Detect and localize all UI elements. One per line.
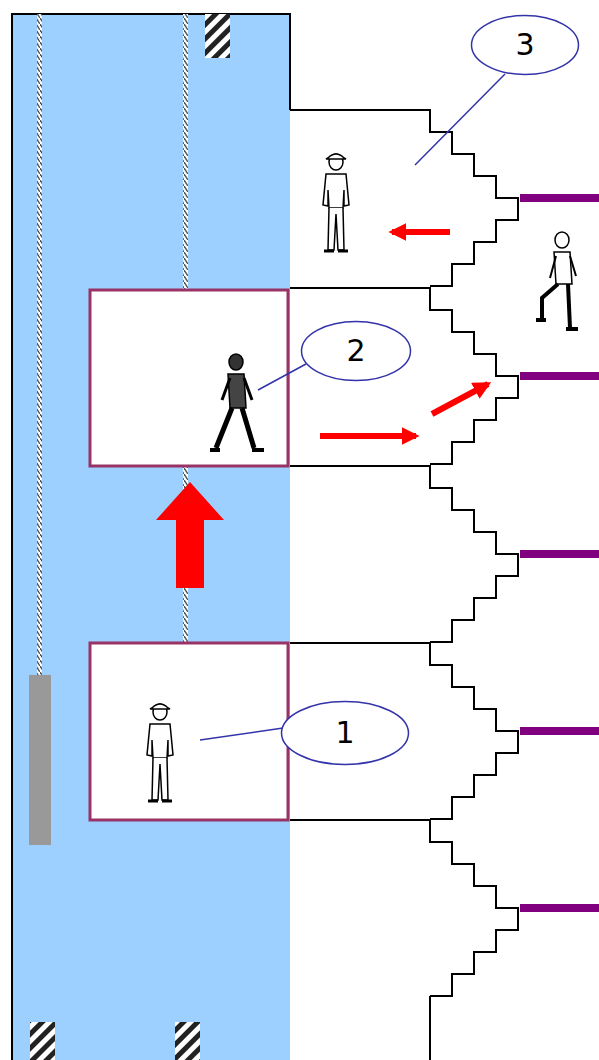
- floor-slab: [520, 727, 599, 735]
- callout-bubble: 1: [280, 700, 410, 766]
- person-climbing: [536, 232, 578, 329]
- elevator-car: [90, 643, 288, 820]
- hatched-block: [175, 1022, 200, 1060]
- person: [323, 154, 349, 251]
- move-arrow: [432, 384, 488, 414]
- callout-number: 3: [515, 30, 534, 60]
- shaft-wall: [12, 14, 290, 1060]
- stair-outline: [290, 110, 518, 1060]
- hatched-block: [30, 1022, 55, 1060]
- move-arrow: [320, 433, 416, 439]
- floor-slab: [520, 194, 599, 202]
- leader-line: [258, 364, 306, 390]
- hatched-block: [205, 14, 230, 58]
- leader-line: [415, 74, 505, 165]
- callout-number: 1: [335, 718, 354, 748]
- staircase: [290, 110, 599, 1060]
- counterweight: [29, 675, 51, 845]
- elevator-car: [90, 290, 288, 466]
- callout-bubble: 2: [300, 320, 412, 382]
- up-arrow: [156, 482, 224, 588]
- car-cable: [183, 14, 188, 290]
- leader-line: [200, 728, 283, 740]
- floor-slab: [520, 550, 599, 558]
- callout-bubble: 3: [470, 14, 580, 76]
- floor-slab: [520, 904, 599, 912]
- person-walking: [210, 354, 264, 450]
- counterweight-cable: [37, 14, 42, 675]
- callout-number: 2: [346, 336, 365, 366]
- move-arrow: [392, 229, 450, 235]
- floor-slab: [520, 372, 599, 380]
- elevator-shaft: [12, 14, 290, 1060]
- person: [147, 704, 173, 801]
